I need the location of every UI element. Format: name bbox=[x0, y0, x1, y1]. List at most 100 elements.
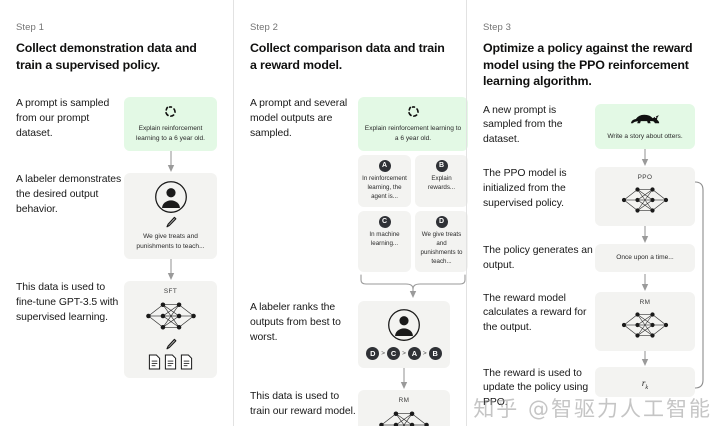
sparkle-icon bbox=[406, 106, 421, 123]
caption-3-5: The reward is used to update the policy … bbox=[483, 367, 589, 409]
output-card-a[interactable]: A In reinforcement learning, the agent i… bbox=[358, 155, 411, 208]
rank-sep-icon: > bbox=[422, 349, 427, 357]
arrow-row-2-2 bbox=[250, 367, 450, 390]
output-badge-c: C bbox=[378, 216, 391, 229]
step-3-body: A new prompt is sampled from the dataset… bbox=[483, 103, 704, 411]
ranking-row: D > C > A > B bbox=[364, 346, 444, 360]
pencil-icon bbox=[130, 216, 211, 229]
neural-net-icon bbox=[601, 182, 689, 218]
row-3-2: The PPO model is initialized from the su… bbox=[483, 167, 704, 227]
row-3-4: The reward model calculates a reward for… bbox=[483, 291, 704, 351]
output-card-c[interactable]: C In machine learning... bbox=[358, 211, 411, 272]
generated-output-text: Once upon a time... bbox=[616, 254, 674, 262]
person-icon bbox=[364, 308, 444, 342]
down-arrow-icon bbox=[595, 149, 695, 167]
reward-card: rk bbox=[595, 366, 695, 397]
output-text-b: Explain rewards... bbox=[427, 175, 456, 192]
arrow-row-1-2 bbox=[16, 259, 217, 281]
caption-2-3: This data is used to train our reward mo… bbox=[250, 390, 356, 417]
rank-badge-3: A bbox=[407, 346, 421, 360]
model-outputs-grid: A In reinforcement learning, the agent i… bbox=[358, 155, 468, 272]
neural-net-icon bbox=[364, 405, 444, 426]
row-3-3: The policy generates an output. Once upo… bbox=[483, 244, 704, 274]
row-3-1: A new prompt is sampled from the dataset… bbox=[483, 103, 704, 150]
ppo-card: PPO bbox=[595, 167, 695, 227]
rm-label: RM bbox=[639, 298, 651, 306]
output-text-d: We give treats and punishments to teach.… bbox=[420, 231, 463, 265]
row-1-3: This data is used to fine-tune GPT-3.5 w… bbox=[16, 281, 217, 379]
rank-sep-icon: > bbox=[402, 349, 406, 357]
output-card-d[interactable]: D We give treats and punishments to teac… bbox=[415, 211, 468, 272]
output-badge-b: B bbox=[435, 160, 448, 173]
brace-arrow-icon bbox=[358, 273, 468, 299]
step-label-1: Step 1 bbox=[16, 22, 45, 33]
step-title-1: Collect demonstration data and train a s… bbox=[16, 41, 197, 72]
sparkle-icon bbox=[163, 106, 178, 123]
down-arrow-icon bbox=[595, 350, 695, 367]
step-2-body: A prompt and several model outputs are s… bbox=[250, 97, 468, 426]
spacer bbox=[250, 368, 358, 390]
step-title-2: Collect comparison data and train a rewa… bbox=[250, 41, 445, 72]
column-step-2: Step 2 Collect comparison data and train… bbox=[233, 0, 468, 426]
labeler-card-text: We give treats and punishments to teach.… bbox=[136, 233, 205, 250]
output-badge-d: D bbox=[435, 216, 448, 229]
document-icon bbox=[180, 354, 193, 370]
arrow-visual bbox=[595, 149, 695, 167]
caption-3-1: A new prompt is sampled from the dataset… bbox=[483, 104, 563, 146]
otter-icon bbox=[628, 114, 662, 131]
visual-3-1: Write a story about otters. bbox=[595, 103, 695, 150]
step-label-3: Step 3 bbox=[483, 22, 512, 33]
caption-2-1: A prompt and several model outputs are s… bbox=[250, 98, 348, 139]
caption-3-2: The PPO model is initialized from the su… bbox=[483, 168, 567, 209]
neural-net-icon bbox=[130, 296, 211, 336]
caption-1-2: A labeler demonstrates the desired outpu… bbox=[16, 174, 122, 215]
visual-1-2: We give treats and punishments to teach.… bbox=[124, 173, 217, 260]
visual-2-1: Explain reinforcement learning to a 6 ye… bbox=[358, 97, 468, 299]
person-icon bbox=[130, 180, 211, 214]
row-3-5: The reward is used to update the policy … bbox=[483, 366, 704, 411]
prompt-card: Explain reinforcement learning to a 6 ye… bbox=[358, 97, 468, 152]
arrow-row-3-3 bbox=[483, 273, 704, 292]
rm-card: RM bbox=[358, 389, 450, 426]
rank-badge-1: D bbox=[366, 346, 380, 360]
column-step-1: Step 1 Collect demonstration data and tr… bbox=[0, 0, 233, 426]
arrow-visual bbox=[595, 226, 695, 244]
labeler-card: We give treats and punishments to teach.… bbox=[124, 173, 217, 260]
visual-2-3: RM bbox=[358, 389, 450, 426]
visual-3-5: rk bbox=[595, 366, 695, 411]
visual-3-4: RM bbox=[595, 291, 695, 351]
spacer bbox=[483, 351, 595, 367]
document-icon bbox=[148, 354, 161, 370]
documents-icon-group bbox=[130, 354, 211, 370]
arrow-visual bbox=[595, 350, 695, 367]
visual-1-3: SFT bbox=[124, 281, 217, 379]
caption-1-1: A prompt is sampled from our prompt data… bbox=[16, 98, 110, 139]
arrow-row-1-1 bbox=[16, 151, 217, 173]
down-arrow-icon bbox=[595, 226, 695, 244]
caption-3-4: The reward model calculates a reward for… bbox=[483, 292, 587, 334]
output-badge-a: A bbox=[378, 160, 391, 173]
arrow-visual bbox=[124, 151, 217, 173]
sft-card: SFT bbox=[124, 281, 217, 379]
new-prompt-card: Write a story about otters. bbox=[595, 103, 695, 150]
caption-2-2: A labeler ranks the outputs from best to… bbox=[250, 301, 341, 343]
row-2-1: A prompt and several model outputs are s… bbox=[250, 97, 468, 299]
visual-1-1: Explain reinforcement learning to a 6 ye… bbox=[124, 97, 217, 152]
neural-net-icon bbox=[601, 307, 689, 343]
step-title-3: Optimize a policy against the reward mod… bbox=[483, 41, 693, 88]
reward-formula: rk bbox=[641, 377, 649, 391]
output-card-b[interactable]: B Explain rewards... bbox=[415, 155, 468, 208]
down-arrow-icon bbox=[595, 273, 695, 292]
pencil-icon bbox=[130, 338, 211, 351]
labeler-rank-card: D > C > A > B bbox=[358, 300, 450, 368]
watermark: 知乎 @智驱力人工智能 bbox=[473, 397, 712, 421]
rm-card: RM bbox=[595, 291, 695, 351]
rm-label: RM bbox=[398, 396, 410, 404]
ppo-label: PPO bbox=[637, 174, 653, 182]
step-label-2: Step 2 bbox=[250, 22, 279, 33]
arrow-visual bbox=[595, 273, 695, 292]
document-icon bbox=[164, 354, 177, 370]
visual-3-3: Once upon a time... bbox=[595, 244, 695, 274]
spacer bbox=[483, 274, 595, 292]
